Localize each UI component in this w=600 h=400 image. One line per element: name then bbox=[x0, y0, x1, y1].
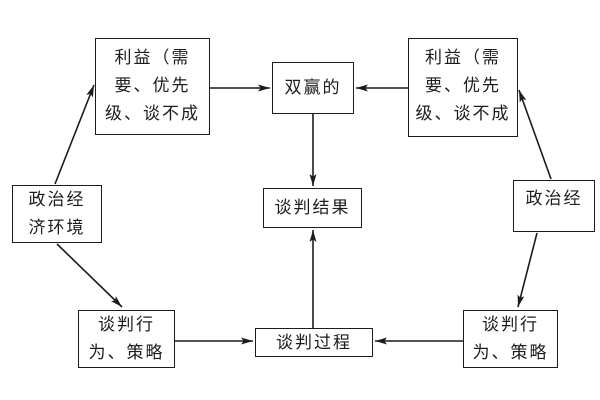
node-label-line: 双赢的 bbox=[284, 78, 342, 97]
node-negotiation-result: 谈判结果 bbox=[263, 188, 362, 228]
node-label-line: 要、优先 bbox=[425, 76, 501, 95]
node-label-line: 要、优先 bbox=[114, 76, 191, 95]
node-label-line: 利益（需 bbox=[114, 48, 191, 67]
node-negotiation-behavior-right: 谈判行 为、策略 bbox=[463, 310, 558, 368]
node-label-line: 政治经 bbox=[28, 190, 86, 209]
node-label-line: 级、谈不成 bbox=[415, 104, 511, 123]
node-label-line: 为、策略 bbox=[472, 343, 549, 362]
arrow-env-left-to-behavior-left bbox=[56, 243, 123, 308]
node-label-line: 为、策略 bbox=[88, 343, 165, 362]
node-negotiation-behavior-left: 谈判行 为、策略 bbox=[78, 310, 175, 368]
arrow-env-right-to-interests-right bbox=[518, 89, 552, 180]
node-label-line: 级、谈不成 bbox=[105, 104, 200, 123]
node-interests-right: 利益（需 要、优先 级、谈不成 bbox=[408, 38, 518, 137]
node-label-line: 政治经 bbox=[525, 189, 583, 208]
node-label-line: 利益（需 bbox=[425, 48, 501, 67]
node-label-line: 谈判结果 bbox=[274, 198, 351, 217]
node-interests-left: 利益（需 要、优先 级、谈不成 bbox=[95, 38, 210, 135]
node-political-economic-env-right: 政治经 bbox=[513, 180, 595, 232]
arrow-env-right-to-behavior-right bbox=[517, 232, 538, 308]
node-label-line: 济环境 bbox=[28, 218, 86, 237]
arrow-env-left-to-interests-left bbox=[54, 84, 95, 185]
node-label-line: 谈判行 bbox=[482, 315, 539, 334]
node-label-line: 谈判行 bbox=[98, 315, 155, 334]
node-negotiation-process: 谈判过程 bbox=[255, 328, 373, 357]
node-label-line: 谈判过程 bbox=[276, 332, 352, 352]
node-political-economic-env-left: 政治经 济环境 bbox=[12, 185, 102, 243]
node-win-win: 双赢的 bbox=[272, 62, 354, 114]
